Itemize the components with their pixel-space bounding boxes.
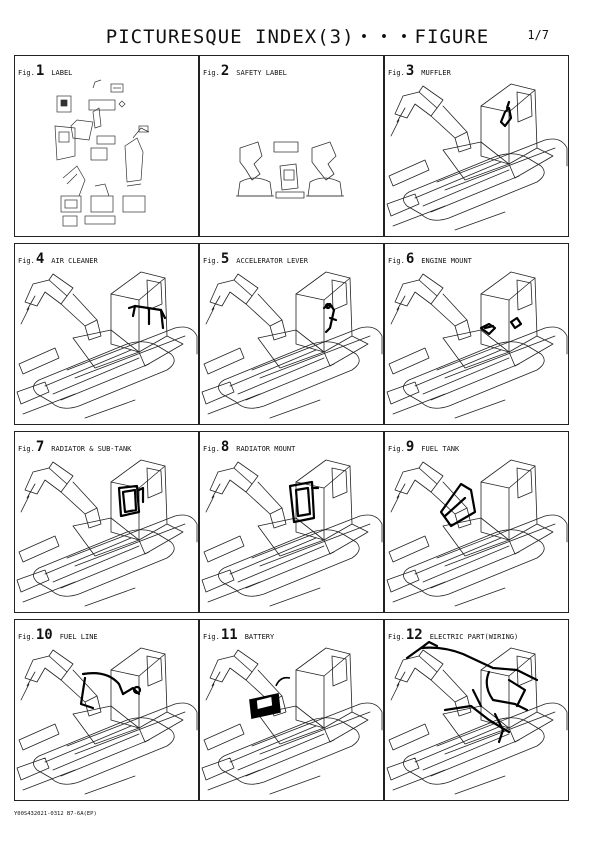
figure-panel-4: Fig.4 AIR CLEANER [14,243,199,425]
figure-prefix: Fig. [388,69,405,77]
figure-number: 12 [405,627,423,643]
figure-panel-3: Fig.3 MUFFLER [384,55,569,237]
figure-heading: Fig.3 MUFFLER [388,60,451,79]
figure-prefix: Fig. [203,633,220,641]
figure-label: ELECTRIC PART(WIRING) [429,633,519,641]
figure-heading: Fig.2 SAFETY LABEL [203,60,287,79]
figure-number: 7 [35,439,45,455]
figure-number: 3 [405,63,415,79]
figure-label: AIR CLEANER [51,257,98,265]
fuel-line-icon [16,647,198,795]
figure-heading: Fig.5 ACCELERATOR LEVER [203,248,308,267]
figure-prefix: Fig. [388,257,405,265]
figure-number: 6 [405,251,415,267]
figure-heading: Fig.10 FUEL LINE [18,624,98,643]
figure-panel-5: Fig.5 ACCELERATOR LEVER [199,243,384,425]
figure-prefix: Fig. [388,633,405,641]
figure-heading: Fig.6 ENGINE MOUNT [388,248,472,267]
figure-prefix: Fig. [388,445,405,453]
figure-number: 2 [220,63,230,79]
page-number: 1/7 [527,28,549,42]
figure-heading: Fig.4 AIR CLEANER [18,248,98,267]
figure-panel-7: Fig.7 RADIATOR & SUB-TANK [14,431,199,613]
figure-number: 8 [220,439,230,455]
figure-number: 1 [35,63,45,79]
figure-number: 10 [35,627,53,643]
figure-heading: Fig.7 RADIATOR & SUB-TANK [18,436,131,455]
figure-number: 9 [405,439,415,455]
figure-prefix: Fig. [18,69,35,77]
figure-panel-6: Fig.6 ENGINE MOUNT [384,243,569,425]
figure-prefix: Fig. [203,69,220,77]
figure-prefix: Fig. [18,445,35,453]
air-cleaner-icon [16,271,198,419]
figure-panel-2: Fig.2 SAFETY LABEL [199,55,384,237]
figure-label: SAFETY LABEL [236,69,287,77]
figure-heading: Fig.9 FUEL TANK [388,436,459,455]
wiring-harness-icon [386,640,568,795]
radiator-icon [16,459,198,607]
engine-mount-icon [386,271,568,419]
figure-label: RADIATOR & SUB-TANK [51,445,132,453]
figure-prefix: Fig. [203,257,220,265]
figure-number: 11 [220,627,238,643]
figure-panel-12: Fig.12 ELECTRIC PART(WIRING) [384,619,569,801]
accelerator-lever-icon [201,271,383,419]
figure-label: LABEL [51,69,73,77]
figure-heading: Fig.12 ELECTRIC PART(WIRING) [388,624,518,643]
figure-label: ACCELERATOR LEVER [236,257,308,265]
figure-label: FUEL TANK [421,445,460,453]
document-code: Y00S432021-0312 B7-6A(EP) [14,811,97,817]
figure-label: MUFFLER [421,69,451,77]
muffler-icon [386,83,568,231]
fuel-tank-icon [386,459,568,607]
figure-panel-8: Fig.8 RADIATOR MOUNT [199,431,384,613]
radiator-mount-icon [201,459,383,607]
figure-panel-10: Fig.10 FUEL LINE [14,619,199,801]
label-sheet-icon [54,79,150,227]
battery-icon [201,647,383,795]
figure-prefix: Fig. [18,257,35,265]
figure-number: 5 [220,251,230,267]
figure-panel-9: Fig.9 FUEL TANK [384,431,569,613]
safety-label-icon [236,141,344,199]
figure-label: FUEL LINE [59,633,98,641]
figure-panel-11: Fig.11 BATTERY [199,619,384,801]
figure-heading: Fig.1 LABEL [18,60,72,79]
figure-prefix: Fig. [18,633,35,641]
figure-prefix: Fig. [203,445,220,453]
page-title: PICTURESQUE INDEX(3)・・・FIGURE [105,26,490,48]
figure-label: RADIATOR MOUNT [236,445,296,453]
figure-label: BATTERY [244,633,275,641]
figure-number: 4 [35,251,45,267]
figure-panel-1: Fig.1 LABEL [14,55,199,237]
figure-heading: Fig.11 BATTERY [203,624,274,643]
figure-heading: Fig.8 RADIATOR MOUNT [203,436,295,455]
figure-label: ENGINE MOUNT [421,257,472,265]
